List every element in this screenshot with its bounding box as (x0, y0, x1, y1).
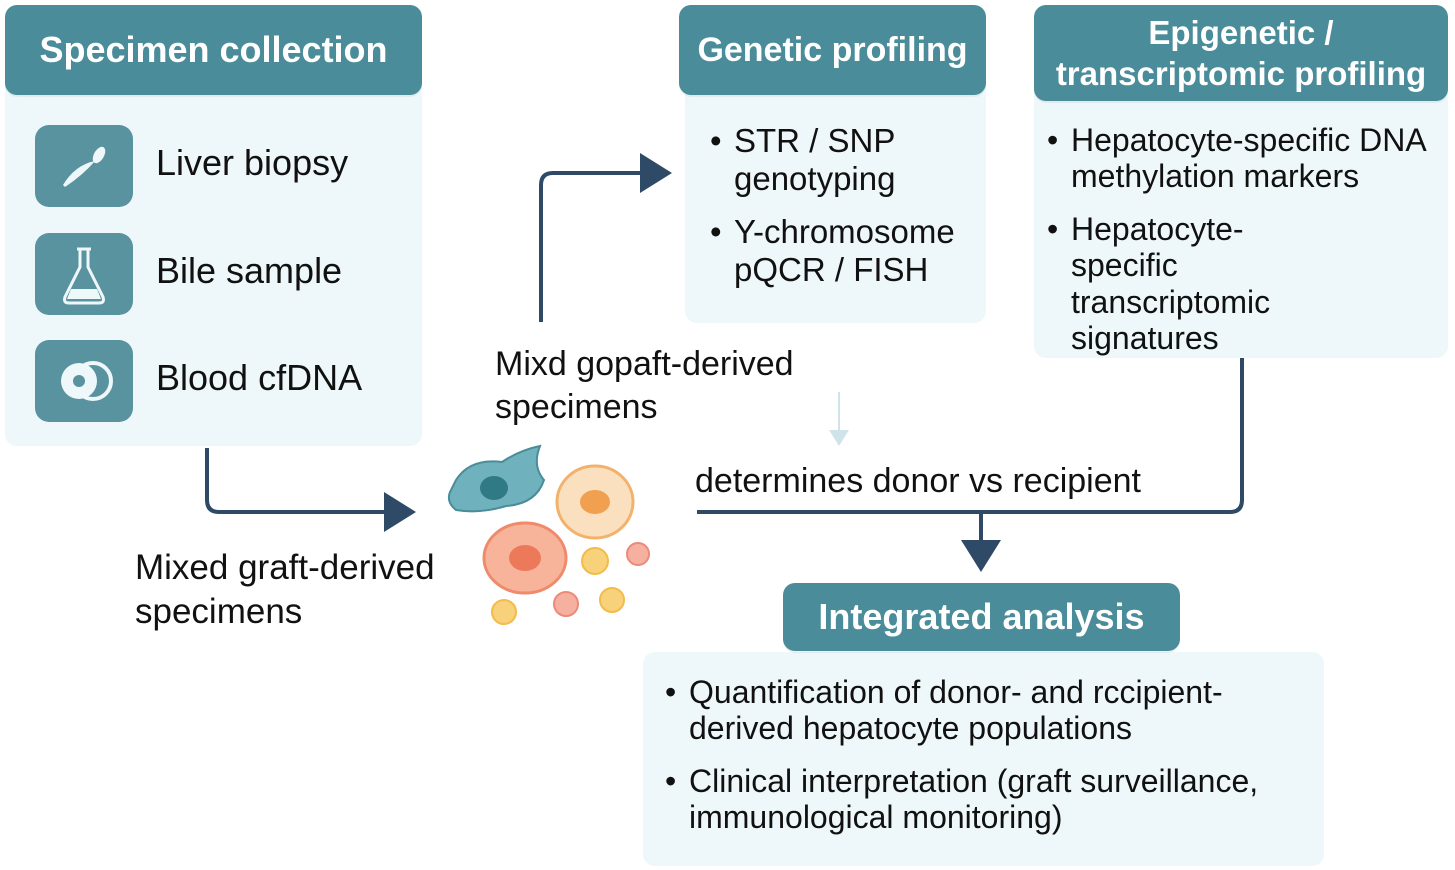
arrow-epigenetic-to-merge (697, 358, 1244, 514)
genetic-title: Genetic profiling (697, 30, 968, 69)
flask-icon (35, 233, 133, 315)
mixed-top-line2: specimens (495, 387, 658, 426)
salmon-nucleus (509, 545, 541, 571)
biopsy-needle-icon (35, 125, 133, 207)
hepatocyte-cells-illustration (447, 444, 650, 625)
small-cell (491, 599, 517, 625)
integrated-title: Integrated analysis (818, 596, 1145, 637)
integrated-header: Integrated analysis (783, 583, 1180, 651)
mixed-specimens-label-top: Mixd gopaft-derived specimens (495, 343, 794, 428)
genetic-bullet-str-snp: STR / SNP genotyping (708, 122, 978, 197)
determines-label: determines donor vs recipient (695, 462, 1142, 500)
epigenetic-title-line1: Epigenetic / (1148, 13, 1334, 51)
genetic-bullet-y-chromosome: Y-chromosome pQCR / FISH (708, 213, 978, 288)
specimen-header: Specimen collection (5, 5, 422, 95)
integrated-bullet-quantification: Quantification of donor- and rccipient- … (663, 674, 1313, 747)
arrow-specimen-to-cells (205, 448, 416, 532)
teal-nucleus (480, 476, 508, 500)
genetic-header: Genetic profiling (679, 5, 986, 95)
mixed-left-line2: specimens (135, 591, 303, 631)
blood-cell-icon (35, 340, 133, 422)
epigenetic-title-line2: transcriptomic profiling (1055, 55, 1427, 92)
specimen-title: Specimen collection (39, 29, 388, 70)
integrated-bullet-clinical: Clinical interpretation (graft surveilla… (663, 763, 1313, 836)
small-cell (626, 542, 650, 566)
mixed-top-line1: Mixd gopaft-derived (495, 345, 794, 383)
epigenetic-bullet-methylation: Hepatocyte-specific DNA methylation mark… (1045, 122, 1445, 195)
genetic-bullets: STR / SNP genotyping Y-chromosome pQCR /… (708, 122, 978, 288)
peach-nucleus (580, 490, 610, 514)
epigenetic-bullets: Hepatocyte-specific DNA methylation mark… (1045, 122, 1445, 357)
epigenetic-bullet-transcriptomic: Hepatocyte-specific transcriptomic signa… (1045, 211, 1445, 357)
small-cell (553, 591, 579, 617)
arrow-to-genetic (539, 153, 672, 322)
mixed-specimens-label-left: Mixed graft-derived specimens (135, 546, 435, 634)
specimen-item-liver-biopsy: Liver biopsy (156, 142, 349, 183)
small-cell (599, 587, 625, 613)
specimen-item-bile-sample: Bile sample (156, 250, 343, 291)
epigenetic-header: Epigenetic / transcriptomic profiling (1034, 5, 1448, 101)
integrated-bullets: Quantification of donor- and rccipient- … (663, 674, 1313, 836)
mixed-left-line1: Mixed graft-derived (135, 548, 435, 587)
specimen-item-blood-cfdna: Blood cfDNA (156, 357, 363, 398)
small-cell (581, 547, 609, 575)
